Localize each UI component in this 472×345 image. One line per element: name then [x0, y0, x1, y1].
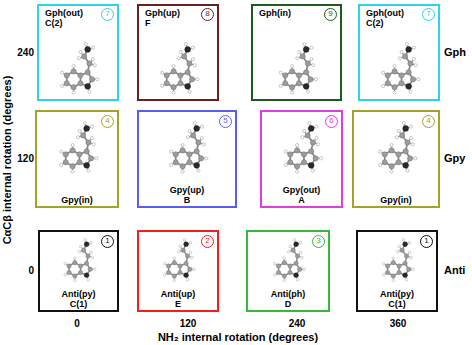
callout-number: 4	[101, 115, 114, 128]
conformer-label: Anti(py) C(1)	[62, 289, 96, 309]
conformer-box: Gph(out) C(2) 7	[37, 4, 119, 101]
callout-number: 1	[101, 235, 114, 248]
conformer-label: Gpy(out) A	[283, 185, 321, 205]
callout-number: 2	[201, 235, 214, 248]
molecule	[382, 239, 414, 282]
molecule	[382, 43, 420, 95]
callout-number: 5	[219, 115, 232, 128]
conformer-box: Anti(py) C(1) 1	[356, 230, 438, 312]
conformer-box: Anti(py) C(1) 1	[38, 230, 119, 312]
conformer-label: Anti(py) C(1)	[380, 289, 414, 309]
conformer-label: Gph(out) C(2)	[366, 8, 404, 28]
conformer-label: Gpy(in)	[380, 195, 412, 205]
molecule	[273, 239, 305, 282]
molecule	[60, 122, 98, 174]
x-tick: 360	[390, 318, 407, 329]
callout-number: 6	[325, 115, 338, 128]
row-label: Gph	[444, 46, 466, 58]
y-tick: 120	[17, 153, 34, 164]
x-axis-title: NH₂ internal rotation (degrees)	[158, 331, 318, 343]
conformer-label: Anti(ph) D	[271, 289, 305, 309]
conformer-label: Gph(up) F	[145, 8, 180, 28]
callout-number: 7	[422, 8, 435, 21]
conformer-box: Gpy(in) 4	[35, 110, 119, 208]
conformer-box: Gpy(out) A 6	[260, 110, 343, 208]
conformer-label: Anti(up) E	[161, 289, 195, 309]
x-tick: 120	[180, 318, 197, 329]
molecule	[161, 43, 199, 95]
conformer-box: Gph(in) 9	[251, 4, 342, 101]
molecule	[170, 122, 208, 174]
molecule	[64, 239, 96, 282]
molecule	[284, 122, 322, 174]
callout-number: 8	[201, 8, 214, 21]
callout-number: 9	[324, 8, 337, 21]
y-axis-title: CαCβ internal rotation (degrees)	[1, 76, 13, 245]
molecule	[163, 239, 195, 282]
molecule	[379, 122, 417, 174]
callout-number: 7	[101, 8, 114, 21]
molecule	[61, 43, 99, 95]
callout-number: 4	[422, 115, 435, 128]
row-label: Anti	[444, 264, 465, 276]
conformer-label: Gpy(in)	[61, 195, 93, 205]
conformer-box: Gpy(in) 4	[352, 110, 440, 208]
callout-number: 3	[312, 235, 325, 248]
x-tick: 240	[289, 318, 306, 329]
y-tick: 240	[17, 47, 34, 58]
molecule	[279, 43, 317, 95]
conformer-label: Gpy(up) B	[170, 185, 205, 205]
x-tick: 0	[74, 318, 80, 329]
conformer-box: Anti(ph) D 3	[246, 230, 330, 312]
row-label: Gpy	[444, 152, 465, 164]
conformer-box: Gph(out) C(2) 7	[358, 4, 440, 101]
y-tick: 0	[28, 265, 34, 276]
callout-number: 1	[420, 235, 433, 248]
conformer-label: Gph(in)	[259, 8, 291, 18]
conformer-box: Anti(up) E 2	[137, 230, 219, 312]
conformer-box: Gpy(up) B 5	[137, 110, 237, 208]
conformer-label: Gph(out) C(2)	[45, 8, 83, 28]
conformer-box: Gph(up) F 8	[137, 4, 219, 101]
